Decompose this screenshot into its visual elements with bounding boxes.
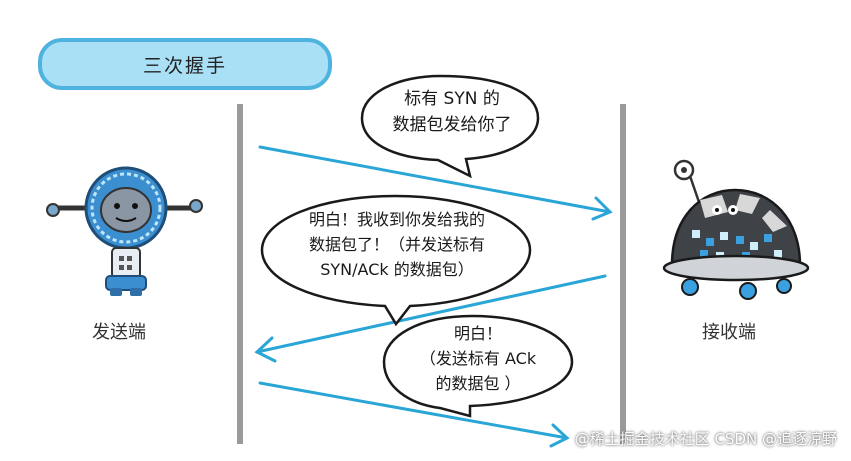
arrow-ack (258, 381, 570, 448)
rover-robot-icon (662, 159, 810, 300)
bubble-syn-line2: 数据包发给你了 (392, 115, 512, 136)
bubble-ack-line1: 明白！ (453, 324, 502, 343)
bubble-syn-line1: 标有 SYN 的 (404, 89, 500, 109)
bubble-syn (360, 74, 540, 179)
receiver-label: 接收端 (702, 322, 756, 343)
title-pill (38, 38, 332, 90)
sender-label: 发送端 (92, 322, 146, 343)
bubble-ack-line2: （发送标有 ACk (419, 348, 537, 368)
bubble-syn-text: 标有 SYN 的 数据包发给你了 (372, 86, 532, 139)
bubble-syn-ack-text: 明白！我收到你发给我的 数据包了！（并发送标有 SYN/ACk 的数据包） (272, 208, 522, 282)
robot-icon (46, 166, 203, 296)
bubble-syn-ack-line1: 明白！我收到你发给我的 (308, 210, 485, 229)
bubble-syn-ack-line2: 数据包了！（并发送标有 (308, 234, 485, 254)
bubble-syn-ack-line3: SYN/ACk 的数据包） (320, 259, 474, 279)
bubble-ack-line3: 的数据包 ） (435, 373, 521, 393)
bubble-ack (382, 314, 574, 418)
watermark: @稀土掘金技术社区 CSDN @追逐涼野 (574, 430, 837, 448)
arrow-syn-ack (254, 274, 607, 363)
receiver-timeline (620, 104, 626, 444)
arrow-syn (258, 145, 613, 221)
sender-timeline (237, 104, 243, 444)
bubble-syn-ack (260, 194, 532, 327)
diagram-title: 三次握手 (142, 54, 227, 77)
bubble-ack-text: 明白！ （发送标有 ACk 的数据包 ） (392, 322, 564, 396)
